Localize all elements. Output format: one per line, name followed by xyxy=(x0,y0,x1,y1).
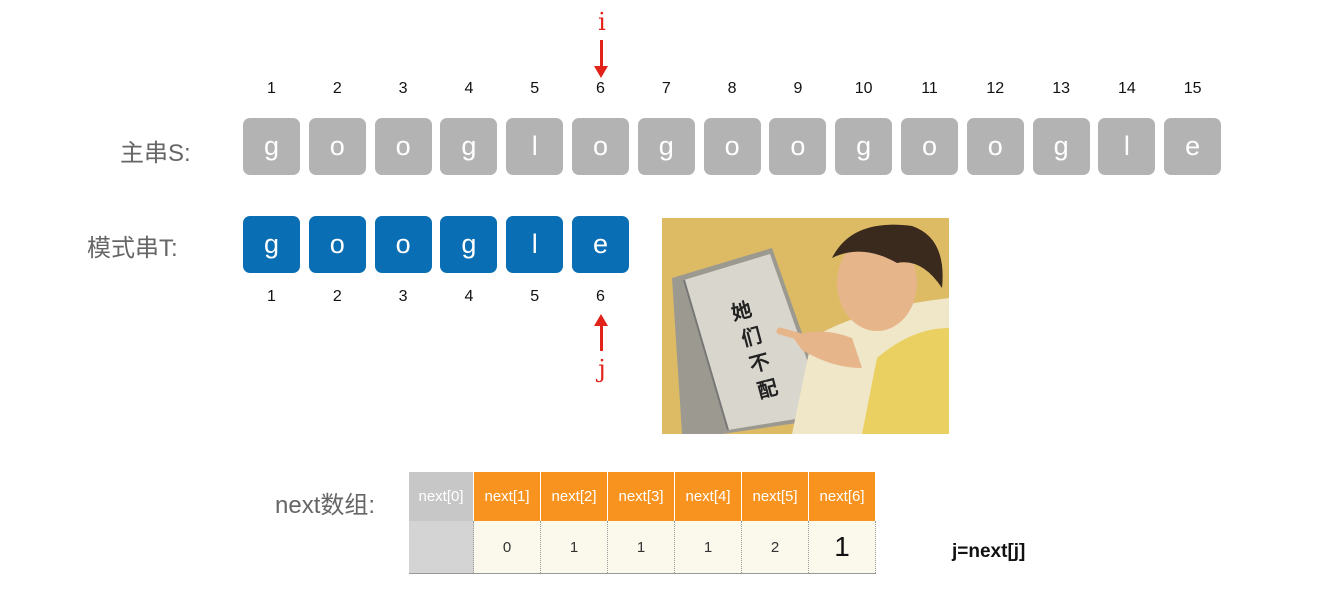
next-header-cell: next[1] xyxy=(473,472,541,521)
pointer-i-label: i xyxy=(598,8,606,36)
main-index: 6 xyxy=(596,80,605,97)
next-value-cell: 2 xyxy=(741,521,809,574)
pattern-char-box: g xyxy=(440,216,498,273)
main-char-box: o xyxy=(901,118,958,175)
main-index: 8 xyxy=(727,80,737,97)
main-char-box: o xyxy=(572,118,629,175)
pattern-index: 6 xyxy=(596,288,605,305)
main-index: 2 xyxy=(332,80,342,97)
next-header-cell: next[0] xyxy=(409,472,474,521)
main-char-box: g xyxy=(243,118,300,175)
main-char-box: o xyxy=(703,118,761,175)
main-index: 11 xyxy=(921,80,938,97)
main-index: 13 xyxy=(1052,80,1070,97)
main-index: 3 xyxy=(398,80,408,97)
pattern-char-box: g xyxy=(243,216,300,273)
pattern-char-box: e xyxy=(572,216,629,273)
main-index: 10 xyxy=(854,80,873,97)
pattern-label: 模式串T: xyxy=(87,235,178,262)
pointer-i-arrow-shaft xyxy=(600,40,603,68)
main-index: 7 xyxy=(661,80,671,97)
pattern-index: 2 xyxy=(332,288,342,305)
pointer-i-arrow-head xyxy=(594,66,608,78)
pointer-j-arrow-shaft xyxy=(600,325,603,351)
next-value-cell xyxy=(409,521,474,574)
next-value-cell: 1 xyxy=(674,521,742,574)
next-header-cell: next[3] xyxy=(607,472,675,521)
main-index: 9 xyxy=(793,80,803,97)
next-array-label: next数组: xyxy=(275,492,376,519)
next-value-cell: 0 xyxy=(473,521,541,574)
pattern-index: 4 xyxy=(464,288,474,305)
next-array-header-row: next[0]next[1]next[2]next[3]next[4]next[… xyxy=(409,472,876,521)
meme-image: 她 们 不 配 xyxy=(662,218,949,434)
main-index: 1 xyxy=(267,80,276,97)
next-value-cell: 1 xyxy=(540,521,608,574)
next-value-cell: 1 xyxy=(607,521,675,574)
main-char-box: o xyxy=(374,118,432,175)
pattern-index: 5 xyxy=(530,288,540,305)
main-char-box: g xyxy=(637,118,695,175)
formula-text: j=next[j] xyxy=(952,541,1026,562)
pattern-char-box: o xyxy=(374,216,432,273)
next-header-cell: next[6] xyxy=(808,472,876,521)
main-char-box: e xyxy=(1164,118,1222,175)
next-array-table: next[0]next[1]next[2]next[3]next[4]next[… xyxy=(409,472,876,574)
main-index: 12 xyxy=(986,80,1005,97)
next-value-cell: 1 xyxy=(808,521,876,574)
main-string-label: 主串S: xyxy=(120,140,191,167)
main-index: 5 xyxy=(530,80,540,97)
main-char-box: l xyxy=(506,118,564,175)
main-index: 15 xyxy=(1183,80,1202,97)
pointer-j-arrow-head xyxy=(594,314,608,326)
main-char-box: l xyxy=(1098,118,1156,175)
main-index: 14 xyxy=(1117,80,1136,97)
pattern-char-box: l xyxy=(506,216,564,273)
main-char-box: g xyxy=(1032,118,1090,175)
next-header-cell: next[4] xyxy=(674,472,742,521)
next-header-cell: next[5] xyxy=(741,472,809,521)
pointer-j-label: j xyxy=(598,355,606,383)
pattern-index: 3 xyxy=(398,288,408,305)
pattern-char-box: o xyxy=(308,216,366,273)
main-char-box: o xyxy=(966,118,1024,175)
main-char-box: g xyxy=(835,118,893,175)
main-char-box: g xyxy=(440,118,498,175)
pattern-index: 1 xyxy=(267,288,276,305)
main-char-box: o xyxy=(308,118,366,175)
main-index: 4 xyxy=(464,80,474,97)
main-char-box: o xyxy=(769,118,827,175)
next-header-cell: next[2] xyxy=(540,472,608,521)
